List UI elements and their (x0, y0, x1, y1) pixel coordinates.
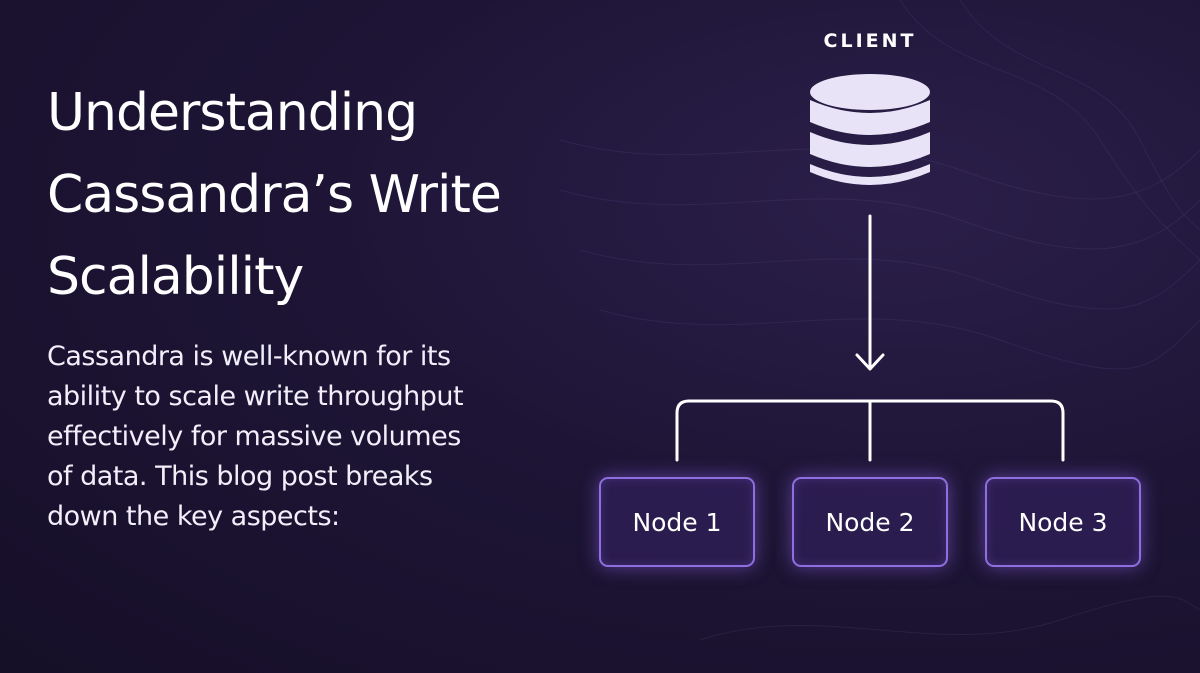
node-3: Node 3 (985, 477, 1141, 567)
description-line: Cassandra is well-known for its (47, 341, 451, 372)
description: Cassandra is well-known for its ability … (47, 337, 567, 537)
description-line: down the key aspects: (47, 501, 340, 532)
description-line: ability to scale write throughput (47, 381, 464, 412)
node-2: Node 2 (792, 477, 948, 567)
title-line: Cassandra’s Write (47, 165, 502, 225)
database-icon (810, 74, 930, 185)
page-title: Understanding Cassandra’s Write Scalabil… (47, 72, 647, 318)
client-arrow-head (855, 353, 885, 371)
title-line: Understanding (47, 83, 418, 143)
description-line: of data. This blog post breaks (47, 461, 433, 492)
title-line: Scalability (47, 247, 304, 307)
node-1: Node 1 (599, 477, 755, 567)
client-label: CLIENT (823, 30, 917, 52)
description-line: effectively for massive volumes (47, 421, 461, 452)
